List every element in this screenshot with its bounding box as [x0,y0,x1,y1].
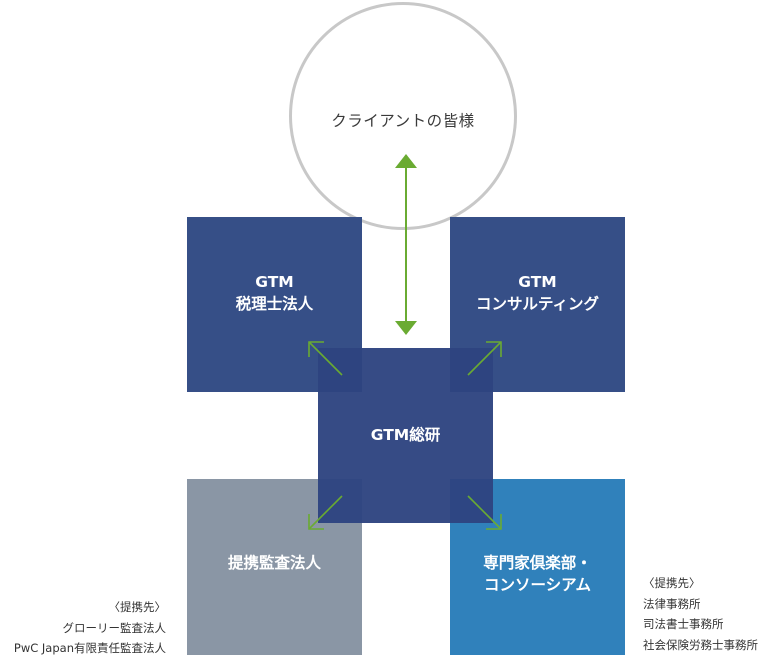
partners-left-list: 〈提携先〉 グローリー監査法人 PwC Japan有限責任監査法人 [14,597,166,655]
audit-firm-label: 提携監査法人 [187,552,362,574]
client-label: クライアントの皆様 [331,112,475,130]
expert-club-line1: 専門家倶楽部・ [483,554,592,572]
gtm-consulting-label: GTM コンサルティング [450,271,625,315]
partners-left-heading: 〈提携先〉 [108,600,167,614]
partners-left-item: グローリー監査法人 [62,620,167,635]
client-circle: クライアントの皆様 [289,2,517,230]
gtm-tax-line1: GTM [255,273,294,291]
gtm-institute-label: GTM総研 [318,424,493,446]
gtm-consulting-box: GTM コンサルティング [450,217,625,392]
gtm-tax-box: GTM 税理士法人 [187,217,362,392]
gtm-institute-box: GTM総研 [318,348,493,523]
partners-right-item: 社会保険労務士事務所 [643,637,758,652]
expert-club-label: 専門家倶楽部・ コンソーシアム [450,552,625,596]
gtm-tax-line2: 税理士法人 [235,295,314,313]
gtm-institute-line: GTM総研 [370,426,441,444]
partners-right-list: 〈提携先〉 法律事務所 司法書士事務所 社会保険労務士事務所 [643,573,758,655]
partners-right-item: 司法書士事務所 [643,617,724,631]
expert-club-line2: コンソーシアム [483,576,592,594]
gtm-consulting-line2: コンサルティング [475,295,600,313]
partners-right-item: 法律事務所 [643,596,701,611]
partners-right-heading: 〈提携先〉 [643,576,701,590]
gtm-consulting-line1: GTM [518,273,557,291]
partners-left-item: PwC Japan有限責任監査法人 [13,641,166,655]
gtm-tax-label: GTM 税理士法人 [187,271,362,315]
audit-firm-line: 提携監査法人 [227,554,321,572]
